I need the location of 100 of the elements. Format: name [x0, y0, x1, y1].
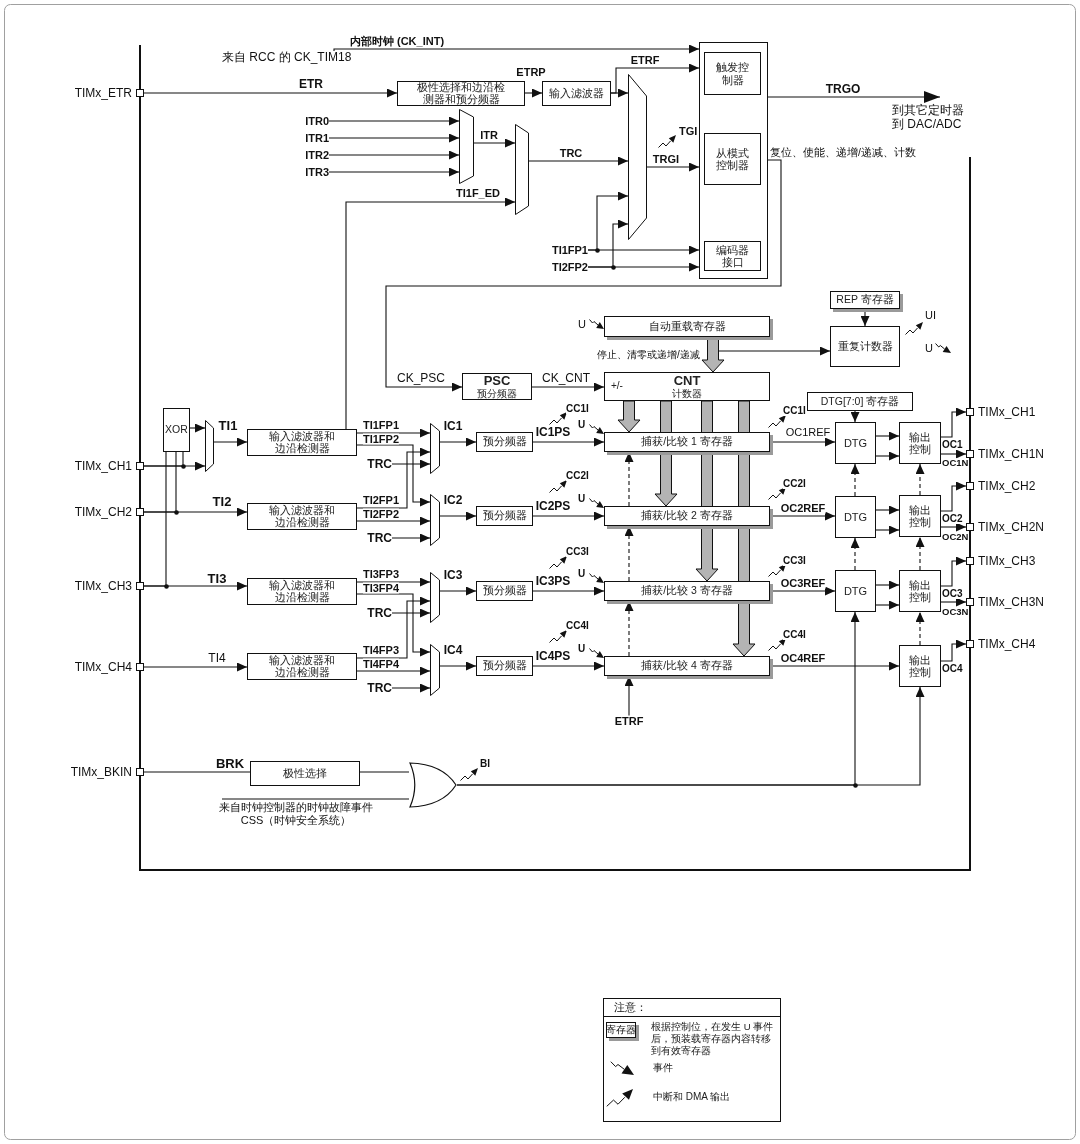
arrow [328, 167, 460, 177]
edge-label: ETR [299, 78, 323, 90]
edge-label: TI3FP4 [362, 582, 400, 594]
edge-label: ITR [480, 129, 498, 141]
block-title: CNT [673, 373, 701, 388]
arrow [875, 505, 900, 515]
arrow [385, 159, 782, 392]
edge-label: OC3N [942, 607, 969, 617]
signal-label: U [578, 494, 586, 504]
arrow [940, 556, 967, 587]
arrow [439, 511, 477, 521]
arrow [610, 88, 629, 98]
connector-line [143, 451, 184, 467]
register-box: REP 寄存器 [830, 291, 900, 309]
edge-label: TRC [559, 147, 583, 159]
process-box: 输入滤波器和边沿检测器 [247, 429, 357, 456]
edge-label: TI2FP2 [362, 508, 400, 520]
pin-label: TIMx_BKIN [70, 766, 132, 778]
edge-label: IC4 [443, 644, 463, 656]
annotation: 来自 RCC 的 CK_TIM18 [222, 51, 352, 63]
arrow [940, 449, 967, 459]
dashed-arrow [850, 537, 860, 571]
process-box: 输入滤波器和边沿检测器 [247, 503, 357, 530]
process-box: 输入滤波器 [542, 81, 611, 106]
arrow [532, 586, 605, 596]
edge-label: OC3 [942, 589, 963, 599]
signal-label: UI [925, 309, 936, 321]
edge-label: IC4PS [535, 650, 571, 662]
process-box: DTG [835, 422, 876, 464]
arrow [333, 44, 700, 54]
block-subtitle: 预分频器 [477, 388, 517, 400]
connector-line [143, 771, 251, 773]
block-title: PSC [483, 373, 511, 389]
annotation: 停止、清零或递增/递减 [597, 350, 700, 360]
arrow [646, 162, 700, 172]
arrow [875, 451, 900, 461]
process-box: 重复计数器 [830, 326, 900, 367]
register-box: 自动重载寄存器 [604, 316, 770, 337]
process-box: 预分频器 [476, 506, 533, 526]
arrow [189, 423, 206, 433]
annotation: 到其它定时器 [892, 103, 964, 117]
signal-label: CC3I [566, 547, 589, 557]
connector-line [143, 451, 167, 587]
arrow [587, 262, 700, 272]
edge-label: OC4 [942, 664, 963, 674]
register-sample: 寄存器 [606, 1022, 636, 1038]
arrow [328, 150, 460, 160]
edge-label: TI1FP1 [362, 419, 400, 431]
arrow [532, 661, 605, 671]
arrow [213, 437, 248, 447]
signal-label: U [578, 569, 586, 579]
arrow [524, 88, 543, 98]
signal-label: TRC [367, 458, 392, 470]
pin-label: TIMx_CH4 [978, 638, 1036, 650]
dashed-arrow [850, 463, 860, 497]
annotation: 复位、使能、递增/递减、计数 [770, 146, 916, 158]
arrow [356, 577, 431, 587]
edge-label: IC1 [443, 420, 463, 432]
signal-label: TRC [367, 607, 392, 619]
arrow [528, 156, 629, 166]
dashed-arrow [915, 611, 925, 646]
pin-label: TIMx_CH3 [978, 555, 1036, 567]
legend-text: 中断和 DMA 输出 [653, 1091, 731, 1103]
process-box: 预分频器 [476, 656, 533, 676]
signal-label: CC1I [783, 406, 806, 416]
arrow [875, 431, 900, 441]
signal-label: ETRF [614, 715, 644, 727]
edge-label: TI4FP3 [362, 644, 400, 656]
edge-label: OC1N [942, 458, 969, 468]
signal-label: U [578, 420, 586, 430]
arrow [940, 481, 967, 512]
legend-text: 事件 [653, 1062, 673, 1074]
edge-label: OC3REF [780, 577, 826, 589]
process-box: 从模式控制器 [704, 133, 761, 185]
signal-label: U [925, 342, 933, 354]
process-box: DTG[7:0] 寄存器 [807, 392, 913, 411]
process-box: 编码器接口 [704, 241, 761, 271]
signal-label: CC3I [783, 556, 806, 566]
arrow [439, 661, 477, 671]
signal-label: U [578, 318, 586, 330]
arrow [143, 662, 248, 672]
arrow [940, 597, 967, 607]
arrow [473, 138, 516, 148]
arrow [439, 437, 477, 447]
block-arrow [617, 400, 641, 433]
register-box: 捕获/比较 2 寄存器 [604, 506, 770, 526]
process-box: 输出控制 [899, 645, 941, 687]
arrow [391, 459, 431, 469]
signal-label: BI [480, 759, 490, 769]
register-box: 捕获/比较 1 寄存器 [604, 432, 770, 452]
pin-label: TIMx_CH3 [74, 580, 132, 592]
edge-label: 来自时钟控制器的时钟故障事件CSS（时钟安全系统） [217, 801, 375, 827]
edge-label: ETRP [516, 66, 546, 78]
edge-label: TI1 [218, 418, 238, 432]
signal-label: CC2I [783, 479, 806, 489]
edge-label: OC2 [942, 514, 963, 524]
arrow [328, 116, 460, 126]
signal-label: ITR2 [305, 149, 329, 161]
signal-label: CC4I [783, 630, 806, 640]
sign-label: +/- [611, 380, 623, 391]
